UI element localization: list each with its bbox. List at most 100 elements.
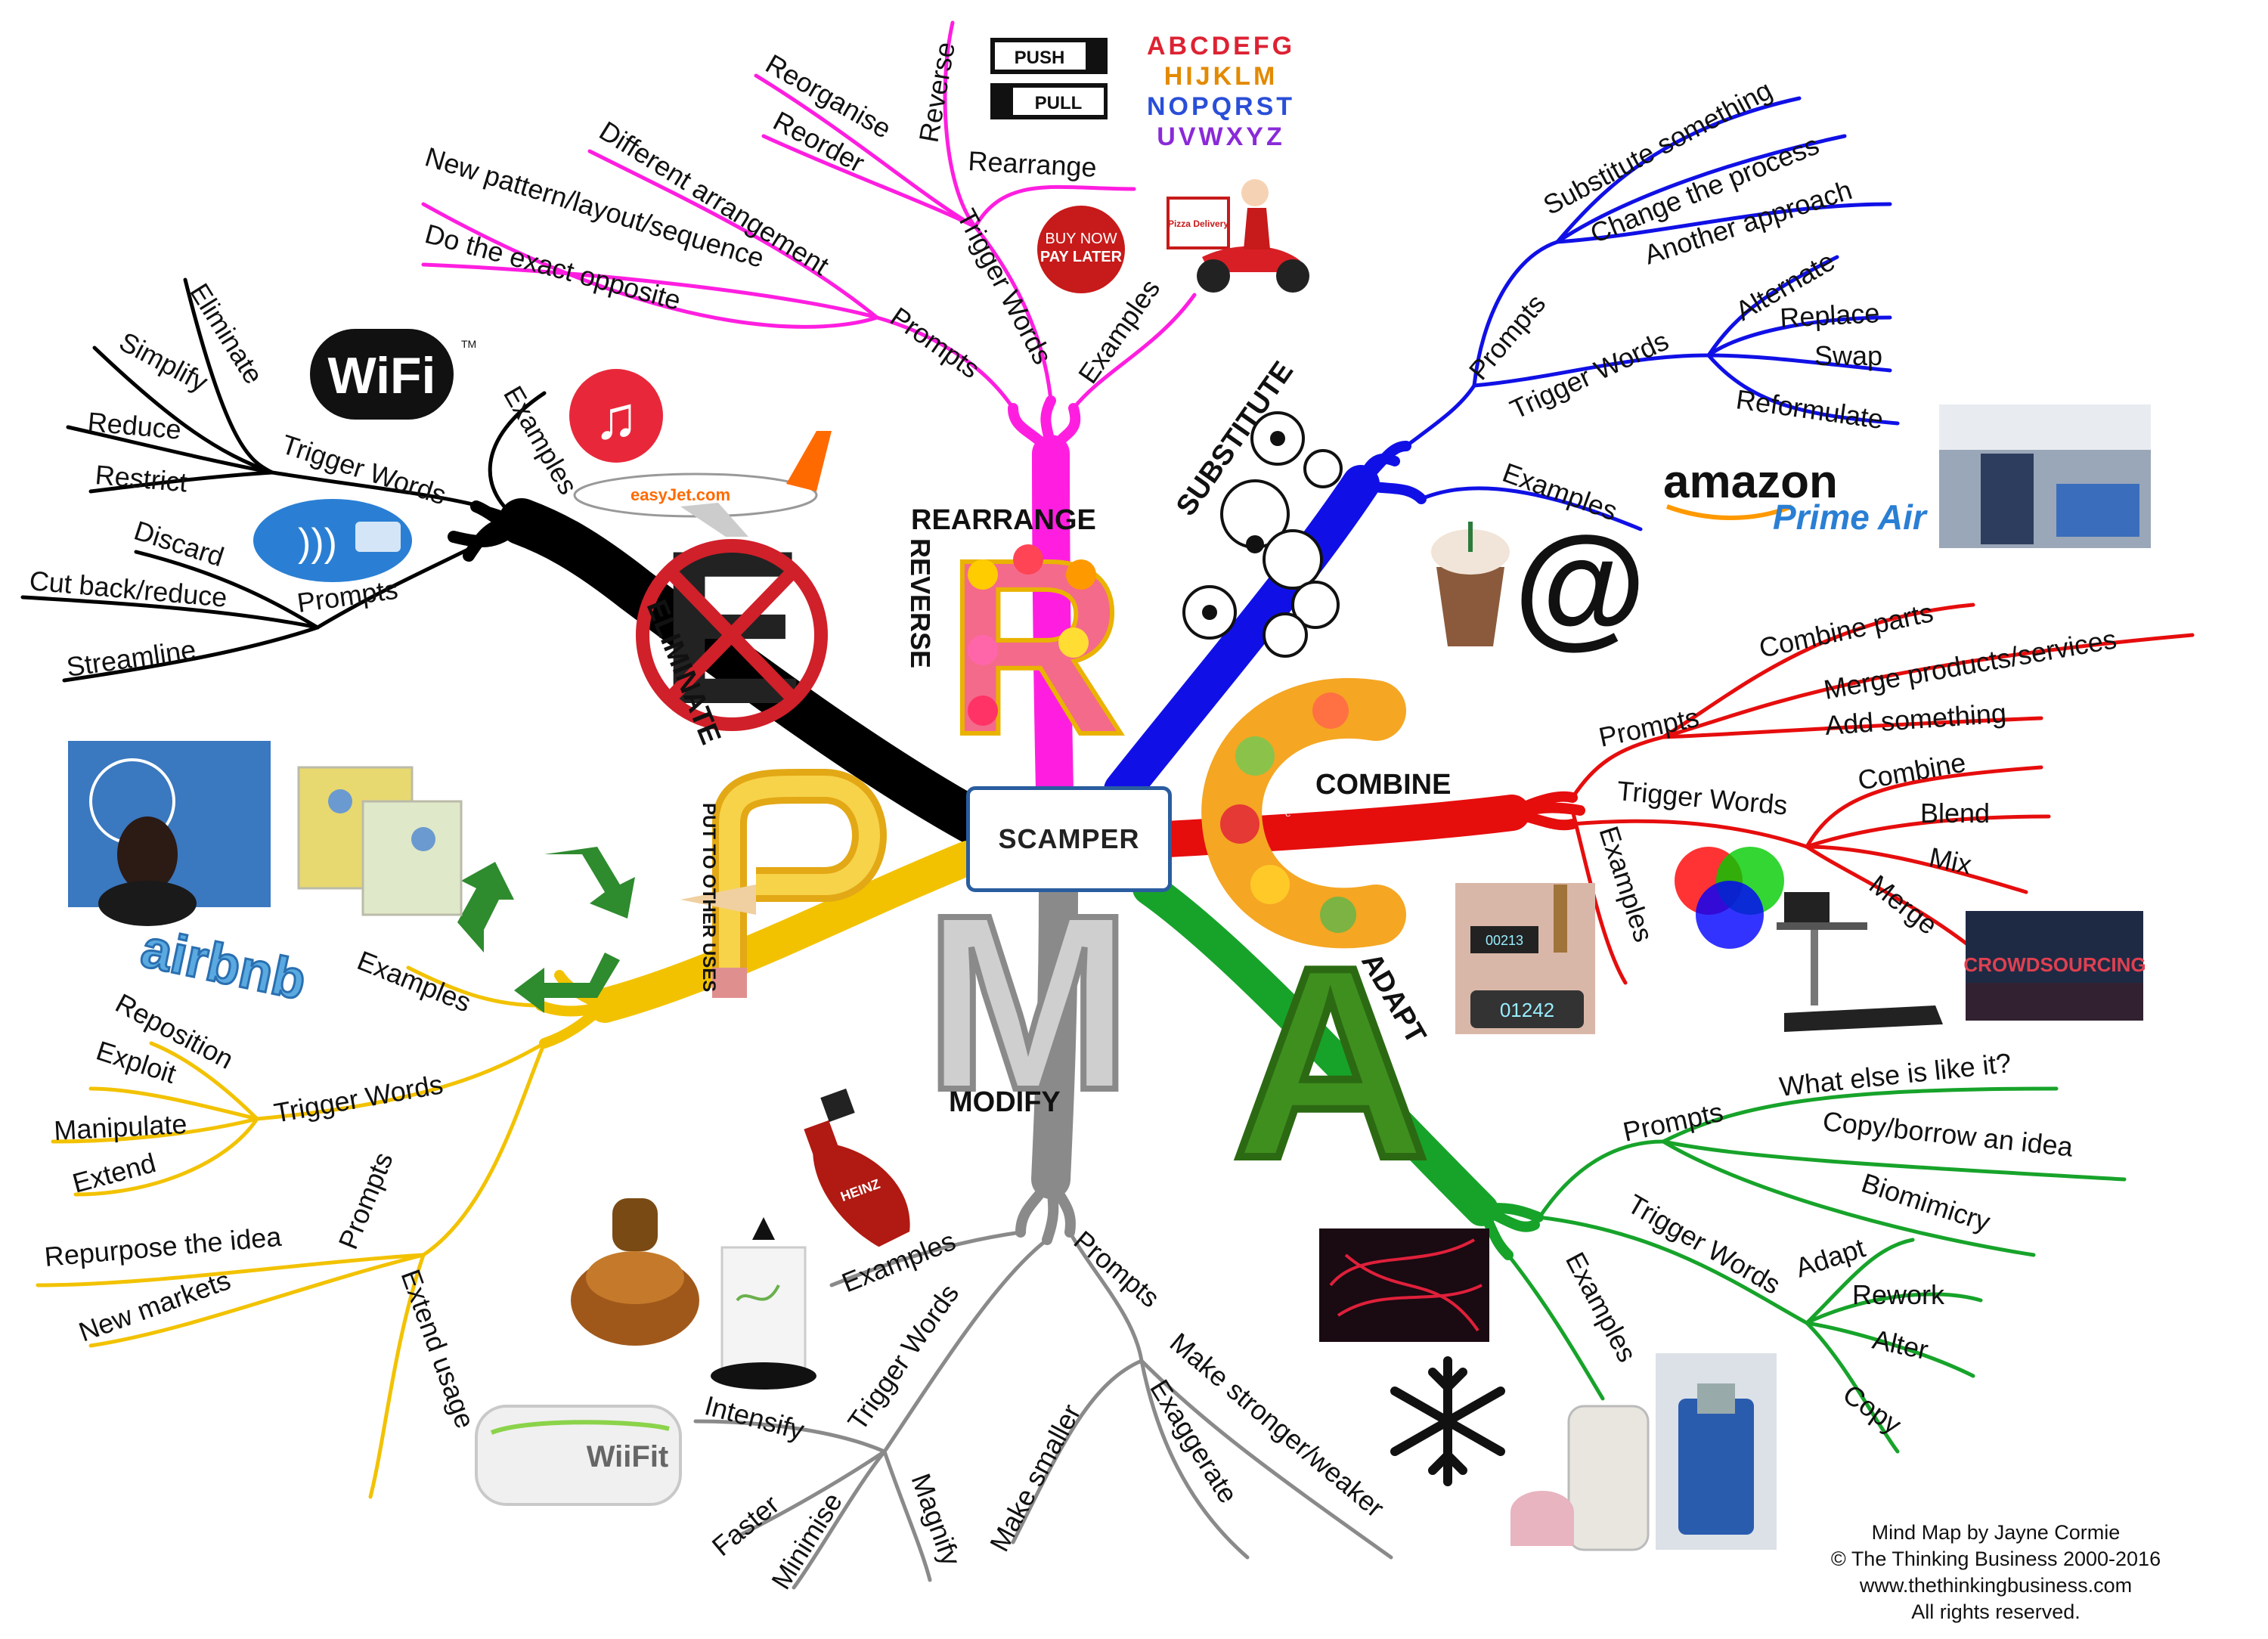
- counter-small-display: 00213: [1486, 933, 1523, 948]
- eliminate-prompt-2: Streamline: [64, 634, 197, 683]
- central-title: SCAMPER: [998, 823, 1140, 854]
- adapt-trigger-1: Rework: [1852, 1279, 1945, 1310]
- svg-text:♫: ♫: [593, 384, 639, 451]
- ketchup-bottle: HEINZ: [804, 1088, 910, 1247]
- pay-later-text: PAY LATER: [1040, 249, 1123, 265]
- trunk-modify: [1031, 872, 1078, 1199]
- credit-website: www.thethinkingbusiness.com: [1859, 1574, 2133, 1597]
- alphabet-row-3: NOPQRST: [1147, 92, 1295, 121]
- soccer-ball-letter: S: [1182, 411, 1343, 658]
- combine-trigger-2: Mix: [1926, 841, 1974, 881]
- alphabet-magnets: ABCDEFG HIJKLM NOPQRST UVWXYZ: [1147, 32, 1295, 151]
- combine-trigger-3: Merge: [1864, 869, 1944, 940]
- un-speaker-photo: [68, 741, 271, 926]
- airplane-icon: easyJet.com: [573, 431, 832, 537]
- substitute-letter: S: [1283, 569, 1288, 577]
- ink-splashes: [448, 395, 1585, 1260]
- crowdsourcing-banner: CROWDSOURCING: [1963, 911, 2146, 1021]
- substitute-trigger-1: Replace: [1779, 297, 1880, 333]
- pencil-letter: P: [680, 769, 887, 998]
- counter-photo: 01242 00213: [1455, 883, 1595, 1034]
- adapt-trigger-3: Copy: [1837, 1378, 1907, 1440]
- modify-prompt-0: Make smaller: [984, 1399, 1087, 1557]
- eliminate-trigger-3: Restrict: [94, 459, 188, 497]
- buy-now-badge: BUY NOW PAY LATER: [1037, 206, 1125, 293]
- modify-trigger-2: Minimise: [765, 1487, 848, 1594]
- put-prompt-0: Repurpose the idea: [43, 1221, 284, 1272]
- amazon-prime-air-logo: amazon Prime Air: [1663, 456, 1928, 537]
- combine-prompt-2: Add something: [1824, 697, 2007, 741]
- snowflake-icon: [1390, 1356, 1505, 1486]
- central-topic: SCAMPER: [966, 786, 1172, 892]
- adapt-trigger-0: Adapt: [1792, 1232, 1869, 1284]
- buy-now-text: BUY NOW: [1045, 231, 1117, 247]
- trunk-rearrange: [1032, 435, 1074, 809]
- combine-title: COMBINE: [1315, 769, 1451, 801]
- counter-display: 01242: [1500, 999, 1554, 1021]
- easyjet-text: easyJet.com: [631, 485, 730, 504]
- adapt-trigger-2: Alter: [1870, 1324, 1931, 1365]
- modify-trigger-1: Faster: [706, 1489, 785, 1562]
- credit-rights: All rights reserved.: [1911, 1600, 2081, 1623]
- trunk-eliminate: [498, 498, 995, 844]
- modify-title: MODIFY: [949, 1086, 1061, 1118]
- rearrange-subtitle: REVERSE: [905, 538, 936, 668]
- modify-letter: M: [925, 863, 1132, 1142]
- wifi-text: WiFi: [328, 347, 436, 404]
- put-label-trigger: Trigger Words: [271, 1068, 445, 1129]
- combine-trigger-0: Combine: [1855, 746, 1968, 795]
- pizza-text: Pizza Delivery: [1168, 218, 1228, 229]
- rearrange-title: REARRANGE: [911, 504, 1096, 536]
- paper-towel-holder: [711, 1217, 816, 1390]
- photo-event: [1939, 404, 2151, 548]
- airbnb-logo: airbnb: [136, 918, 311, 1012]
- credit-copyright: © The Thinking Business 2000-2016: [1830, 1548, 2161, 1570]
- modify-letter-graphic: M: [922, 860, 1136, 1145]
- put-title: PUT TO OTHER USES: [699, 803, 719, 992]
- push-label: PUSH: [1015, 48, 1065, 68]
- combine-trigger-1: Blend: [1920, 798, 1990, 829]
- substitute-label-trigger: Trigger Words: [1505, 325, 1673, 426]
- wii-fit-text: WiiFit: [587, 1440, 669, 1473]
- substitute-label-prompts: Prompts: [1463, 288, 1552, 386]
- treadmill-desk: [1777, 892, 1943, 1032]
- contactless-payment-icon: ))): [253, 499, 412, 582]
- trunk-put: [587, 841, 985, 1023]
- eliminate-symbol: E: [636, 505, 828, 750]
- rearrange-trigger-3: Rearrange: [968, 145, 1098, 183]
- amazon-text: amazon: [1663, 456, 1838, 508]
- eliminate-label-examples: Examples: [497, 381, 584, 500]
- put-letter: P: [786, 848, 792, 857]
- grass-letter: A: [1228, 907, 1433, 1219]
- wifi-tm: TM: [461, 338, 476, 350]
- wax-stamp: [571, 1198, 699, 1346]
- substitute-trigger-2: Swap: [1814, 340, 1882, 371]
- credits-block: Mind Map by Jayne Cormie © The Thinking …: [1784, 1520, 2208, 1625]
- alphabet-row-2: HIJKLM: [1164, 62, 1278, 91]
- put-prompt-1: New markets: [75, 1264, 234, 1347]
- branch-lines-modify: [693, 1230, 1393, 1590]
- eliminate-label-trigger: Trigger Words: [278, 429, 451, 511]
- put-trigger-2: Manipulate: [53, 1108, 187, 1146]
- put-label-prompts: Prompts: [332, 1148, 398, 1253]
- adapt-prompt-2: Biomimicry: [1858, 1167, 1994, 1238]
- fruit-letter: C: [1201, 677, 1406, 949]
- alphabet-row-4: UVWXYZ: [1157, 122, 1284, 151]
- rearrange-label-prompts: Prompts: [885, 301, 985, 384]
- pull-label: PULL: [1035, 93, 1083, 113]
- shopping-bags: [297, 766, 463, 916]
- modify-trigger-0: Intensify: [702, 1390, 807, 1445]
- branch-lines-put: [36, 965, 547, 1499]
- at-sign: @: [1514, 509, 1647, 661]
- put-label-examples: Examples: [353, 944, 476, 1018]
- crowdsourcing-text: CROWDSOURCING: [1963, 953, 2146, 976]
- music-icon: ♫: [569, 369, 663, 463]
- branch-lines-combine: [1570, 603, 2195, 985]
- alphabet-row-1: ABCDEFG: [1147, 32, 1295, 60]
- red-fibre-photo: [1319, 1228, 1489, 1342]
- combine-label-trigger: Trigger Words: [1616, 775, 1789, 821]
- branch-lines-eliminate: [20, 277, 547, 683]
- adapt-prompt-1: Copy/borrow an idea: [1821, 1105, 2075, 1163]
- wifi-logo: WiFi TM: [310, 329, 476, 420]
